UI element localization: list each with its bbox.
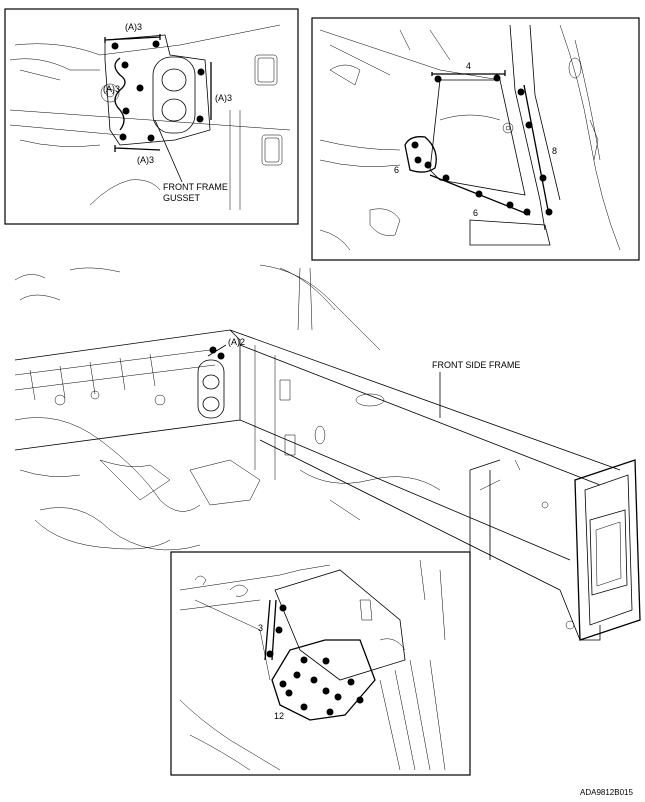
inset-top-right-frame — [311, 17, 640, 261]
inset-bottom — [179, 559, 446, 771]
main-view — [14, 264, 641, 641]
callout-tl-a3-bottom: (A)3 — [137, 155, 154, 165]
front-side-frame-label: FRONT SIDE FRAME — [432, 360, 520, 370]
callout-tr-6-left: 6 — [394, 165, 399, 175]
callout-bottom-3: 3 — [258, 623, 263, 633]
callout-tl-a3-top: (A)3 — [125, 22, 142, 32]
callout-tl-a3-right: (A)3 — [215, 93, 232, 103]
inset-top-right — [319, 24, 621, 251]
inset-top-left — [9, 24, 291, 210]
gusset-label-line2: GUSSET — [163, 193, 201, 203]
figure-code: ADA9812B015 — [580, 788, 633, 797]
callout-tr-6-bottom: 6 — [473, 208, 478, 218]
callout-tl-a3-left: (A)3 — [103, 84, 120, 94]
gusset-label-line1: FRONT FRAME — [163, 182, 228, 192]
inset-top-left-frame — [4, 8, 299, 225]
callout-main-a2: (A)2 — [228, 337, 245, 347]
callout-tr-8: 8 — [552, 146, 557, 156]
callout-bottom-12: 12 — [274, 711, 284, 721]
inset-bottom-frame — [170, 551, 471, 776]
callout-tr-4: 4 — [466, 61, 471, 71]
